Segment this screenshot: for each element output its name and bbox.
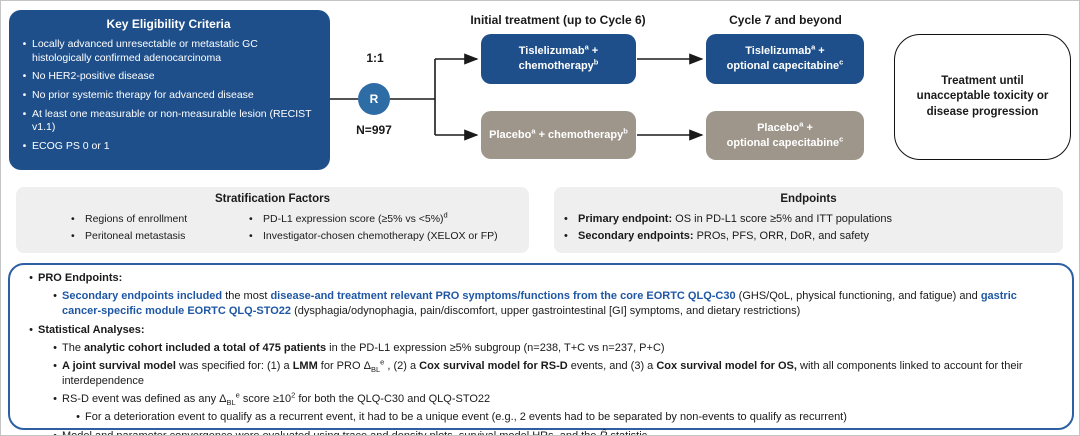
arm-box-text: Placeboa +optional capecitabinec	[726, 119, 844, 149]
eligibility-item: At least one measurable or non-measurabl…	[17, 108, 320, 135]
stratification-item-text: Peritoneal metastasis	[85, 230, 186, 243]
stat-item-rsd-definition: RS-D event was defined as any ΔBLe score…	[10, 391, 1058, 406]
arm-box-cycle7-tislelizumab: Tislelizumaba +optional capecitabinec	[706, 34, 864, 84]
arm-box-text: Tislelizumaba +optional capecitabinec	[726, 42, 844, 72]
stratification-column-2: PD-L1 expression score (≥5% vs <5%)d Inv…	[249, 210, 498, 246]
treatment-duration-text: Treatment until unacceptable toxicity or…	[916, 74, 1049, 118]
stratification-panel: Stratification Factors Regions of enroll…	[16, 187, 529, 253]
bullet-icon	[48, 359, 62, 388]
column-header-initial-treatment: Initial treatment (up to Cycle 6)	[470, 13, 646, 27]
bullet-icon	[564, 229, 578, 244]
bullet-icon	[17, 89, 32, 103]
pro-statistical-panel: PRO Endpoints: Secondary endpoints inclu…	[8, 263, 1074, 435]
stat-item-recurrent-rule: For a deterioration event to qualify as …	[10, 410, 1058, 424]
stratification-item: Peritoneal metastasis	[71, 229, 187, 243]
stat-item-cohort: The analytic cohort included a total of …	[10, 341, 1058, 355]
eligibility-item: No HER2-positive disease	[17, 70, 320, 84]
stat-item-convergence: Model and parameter convergence were eva…	[10, 429, 1058, 435]
bullet-icon	[71, 212, 85, 226]
bullet-icon	[564, 212, 578, 227]
eligibility-title: Key Eligibility Criteria	[106, 17, 231, 31]
endpoints-items: Primary endpoint: OS in PD-L1 score ≥5% …	[564, 212, 1055, 246]
endpoint-item-text: Secondary endpoints: PROs, PFS, ORR, DoR…	[578, 229, 869, 242]
eligibility-item: Locally advanced unresectable or metasta…	[17, 38, 320, 65]
eligibility-item: No prior systemic therapy for advanced d…	[17, 89, 320, 103]
eligibility-item-text: No prior systemic therapy for advanced d…	[32, 88, 254, 101]
stratification-item: PD-L1 expression score (≥5% vs <5%)d	[249, 210, 498, 226]
stratification-column-1: Regions of enrollment Peritoneal metasta…	[71, 212, 187, 246]
endpoints-panel: Endpoints Primary endpoint: OS in PD-L1 …	[554, 187, 1063, 253]
bullet-icon	[48, 341, 62, 355]
bullet-icon	[48, 289, 62, 318]
bullet-icon	[17, 38, 32, 65]
bullet-icon	[17, 108, 32, 135]
bullet-icon	[249, 229, 263, 243]
eligibility-item: ECOG PS 0 or 1	[17, 140, 320, 154]
arm-box-cycle7-placebo: Placeboa +optional capecitabinec	[706, 111, 864, 160]
bullet-icon	[24, 271, 38, 285]
randomization-ratio: 1:1	[366, 51, 384, 65]
pro-endpoints-detail: Secondary endpoints included the most di…	[10, 289, 1058, 318]
statistical-analyses-header: Statistical Analyses:	[10, 323, 1058, 337]
randomization-circle: R	[358, 83, 390, 115]
bullet-icon	[48, 392, 62, 406]
column-header-cycle7: Cycle 7 and beyond	[729, 13, 842, 27]
eligibility-item-text: Locally advanced unresectable or metasta…	[32, 38, 258, 64]
arm-box-initial-tislelizumab: Tislelizumaba +chemotherapyb	[481, 34, 636, 84]
bullet-icon	[48, 429, 62, 435]
endpoints-title: Endpoints	[780, 193, 837, 205]
bullet-icon	[249, 212, 263, 226]
stratification-item-text: Regions of enrollment	[85, 213, 188, 225]
arm-box-initial-placebo: Placeboa + chemotherapyb	[481, 111, 636, 159]
stratification-title: Stratification Factors	[214, 193, 331, 205]
arm-box-text: Tislelizumaba +chemotherapyb	[518, 42, 599, 72]
endpoint-item: Secondary endpoints: PROs, PFS, ORR, DoR…	[564, 229, 1055, 244]
arm-box-text: Placeboa + chemotherapyb	[489, 125, 628, 141]
stratification-item: Investigator-chosen chemotherapy (XELOX …	[249, 229, 498, 243]
bullet-icon	[24, 323, 38, 337]
endpoint-item-text: Primary endpoint: OS in PD-L1 score ≥5% …	[578, 213, 892, 225]
stratification-item-text: PD-L1 expression score (≥5% vs <5%)d	[263, 210, 448, 225]
pro-endpoints-header: PRO Endpoints:	[10, 271, 1058, 285]
eligibility-item-text: No HER2-positive disease	[32, 70, 155, 83]
bullet-icon	[17, 140, 32, 154]
eligibility-item-text: ECOG PS 0 or 1	[32, 139, 110, 152]
bullet-icon	[71, 410, 85, 424]
bullet-icon	[17, 70, 32, 84]
sample-size-label: N=997	[356, 123, 392, 137]
endpoint-item: Primary endpoint: OS in PD-L1 score ≥5% …	[564, 212, 1055, 227]
treatment-duration-box: Treatment until unacceptable toxicity or…	[894, 34, 1071, 160]
eligibility-panel: Key Eligibility Criteria Locally advance…	[9, 10, 330, 170]
bullet-icon	[71, 229, 85, 243]
stratification-item-text: Investigator-chosen chemotherapy (XELOX …	[263, 230, 498, 243]
stratification-item: Regions of enrollment	[71, 212, 187, 226]
eligibility-item-text: At least one measurable or non-measurabl…	[32, 107, 312, 134]
stat-item-joint-model: A joint survival model was specified for…	[10, 359, 1058, 388]
